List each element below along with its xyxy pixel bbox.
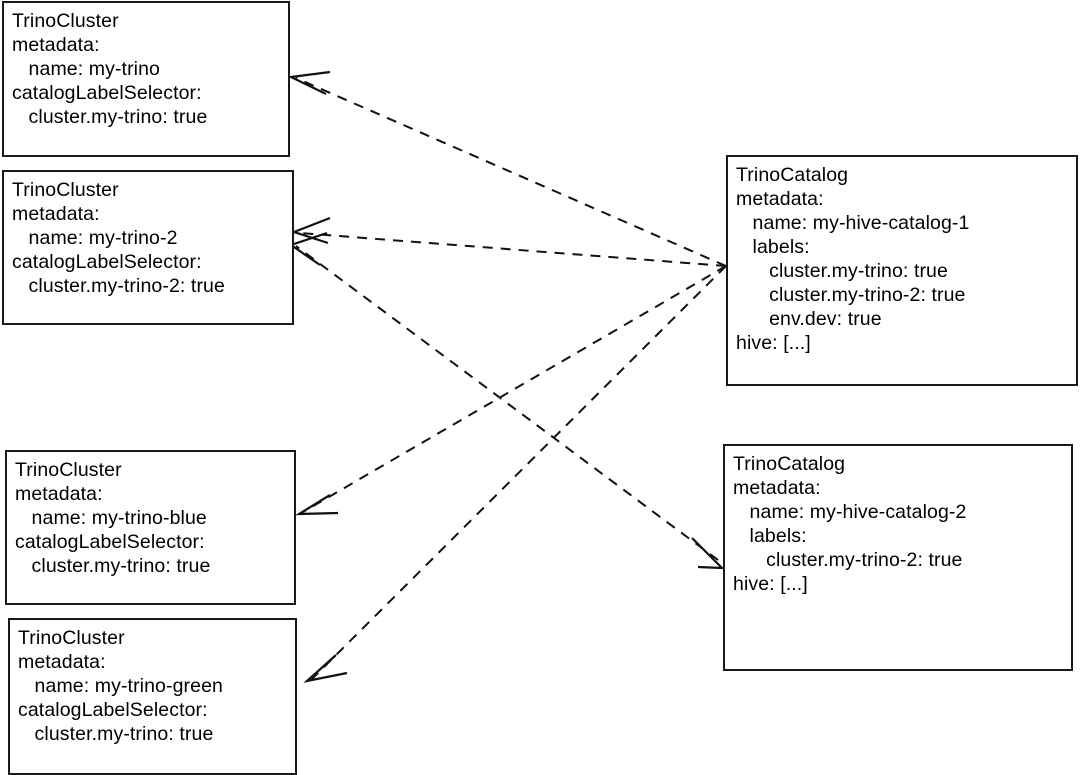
node-line: metadata:	[15, 483, 103, 505]
node-line: TrinoCluster	[12, 179, 119, 201]
node-line: name: my-trino-green	[18, 675, 223, 697]
node-line: cluster.my-trino: true	[18, 723, 214, 745]
node-line: cluster.my-trino-2: true	[736, 284, 966, 306]
node-line: cluster.my-trino: true	[15, 555, 211, 577]
arrowhead-my-trino-blue	[294, 494, 339, 516]
node-line: TrinoCatalog	[733, 453, 846, 475]
node-line: name: my-trino	[12, 58, 160, 80]
node-catalog-my-hive-catalog-2[interactable]: TrinoCatalog metadata: name: my-hive-cat…	[723, 444, 1073, 671]
arrowhead-my-trino	[287, 70, 331, 95]
node-line: cluster.my-trino-2: true	[733, 549, 963, 571]
node-line: metadata:	[733, 477, 821, 499]
node-line: catalogLabelSelector:	[18, 699, 208, 721]
node-line: metadata:	[12, 34, 100, 56]
edge-catalog2-to-my-trino-2	[295, 245, 719, 561]
node-cluster-my-trino-blue[interactable]: TrinoCluster metadata: name: my-trino-bl…	[5, 450, 296, 605]
node-line: name: my-trino-2	[12, 227, 178, 249]
node-line: TrinoCatalog	[736, 164, 849, 186]
edge-catalog1-to-my-trino	[295, 77, 727, 267]
node-line: labels:	[736, 236, 810, 258]
node-cluster-my-trino-green[interactable]: TrinoCluster metadata: name: my-trino-gr…	[8, 618, 297, 775]
arrowhead-my-trino-green	[303, 654, 348, 683]
node-line: cluster.my-trino: true	[736, 260, 948, 282]
node-line: TrinoCluster	[18, 627, 125, 649]
node-line: catalogLabelSelector:	[12, 82, 202, 104]
node-line: cluster.my-trino: true	[12, 106, 208, 128]
node-catalog-my-hive-catalog-1[interactable]: TrinoCatalog metadata: name: my-hive-cat…	[726, 155, 1078, 386]
arrowhead-my-trino-2-b	[288, 231, 328, 266]
node-cluster-my-trino[interactable]: TrinoCluster metadata: name: my-trino ca…	[2, 1, 290, 157]
node-line: metadata:	[18, 651, 106, 673]
node-cluster-my-trino-2[interactable]: TrinoCluster metadata: name: my-trino-2 …	[2, 170, 294, 325]
node-line: catalogLabelSelector:	[12, 251, 202, 273]
node-line: metadata:	[736, 188, 824, 210]
node-line: labels:	[733, 525, 807, 547]
node-line: hive: [...]	[736, 332, 811, 354]
node-line: TrinoCluster	[15, 459, 122, 481]
arrowhead-my-trino-2-a	[290, 216, 331, 245]
node-line: name: my-hive-catalog-2	[733, 501, 967, 523]
node-line: catalogLabelSelector:	[15, 531, 205, 553]
node-line: hive: [...]	[733, 573, 808, 595]
node-line: cluster.my-trino-2: true	[12, 275, 225, 297]
node-line: name: my-trino-blue	[15, 507, 207, 529]
edge-catalog1-to-my-trino-green	[311, 265, 727, 680]
node-line: name: my-hive-catalog-1	[736, 212, 970, 234]
edge-catalog1-to-my-trino-2	[299, 232, 727, 267]
arrowhead-catalog2	[691, 537, 725, 570]
edge-catalog1-to-my-trino-blue	[302, 265, 727, 513]
node-line: env.dev: true	[736, 308, 882, 330]
node-line: metadata:	[12, 203, 100, 225]
node-line: TrinoCluster	[12, 10, 119, 32]
